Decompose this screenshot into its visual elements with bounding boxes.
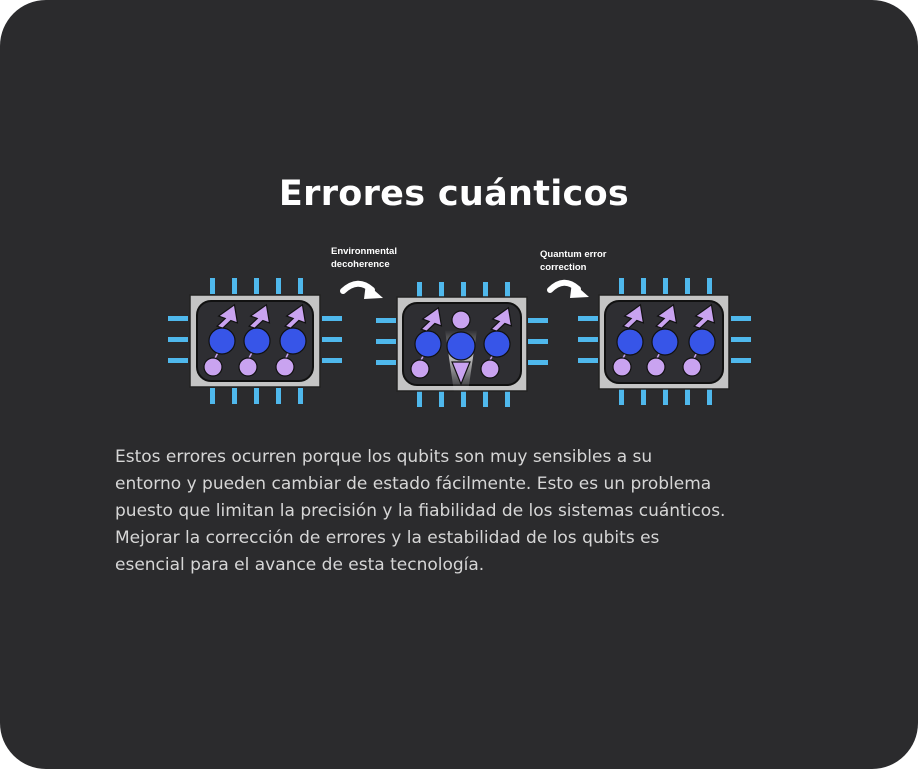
correction-label-line1: Quantum error (540, 249, 607, 260)
correction-label-line2: correction (540, 262, 587, 273)
curved-arrow-icon (547, 279, 589, 298)
quantum-chip-initial (168, 278, 342, 404)
curved-arrow-icon (340, 280, 383, 299)
quantum-chip-corrected (578, 278, 751, 405)
decoherence-label-line2: decoherence (331, 259, 390, 270)
page-title: Errores cuánticos (278, 174, 630, 214)
quantum-chip-decoherence (376, 282, 548, 407)
decoherence-label-line1: Environmental (331, 246, 397, 257)
description-paragraph: Estos errores ocurren porque los qubits … (115, 447, 726, 575)
